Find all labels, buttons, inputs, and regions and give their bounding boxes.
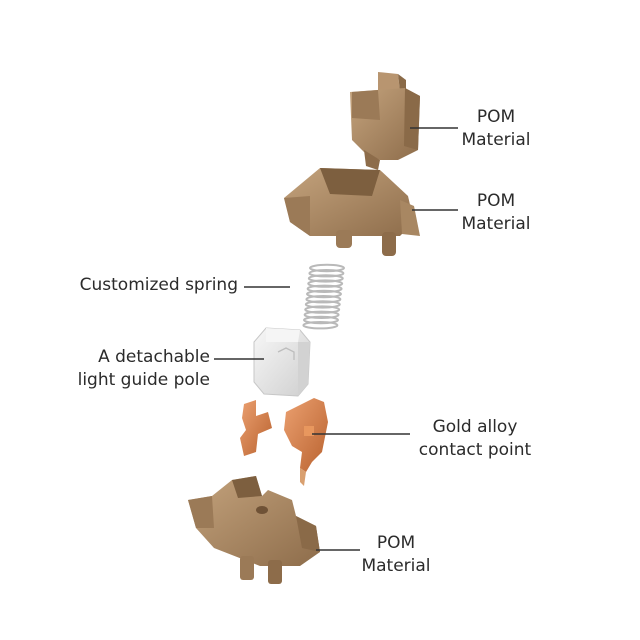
spring-coil (304, 300, 341, 309)
spring-coil (302, 321, 339, 330)
spring-label-line1: Customized spring (79, 275, 238, 295)
light-guide-label-line2: light guide pole (77, 370, 210, 390)
spring-coil (306, 284, 343, 293)
contacts-label: Gold alloy contact point (408, 416, 542, 462)
spring-coil (307, 274, 344, 283)
stem-label-line2: Material (461, 130, 531, 150)
top-housing-part (284, 168, 420, 256)
spring-coil (307, 279, 344, 288)
spring-coil (308, 269, 345, 278)
light-guide-label: A detachable light guide pole (60, 346, 210, 392)
contacts-label-line2: contact point (418, 440, 532, 460)
light-guide-part (253, 327, 311, 397)
stem-label: POM Material (456, 106, 536, 152)
light-guide-label-line1: A detachable (98, 347, 210, 367)
bottom-housing-label-line1: POM (376, 533, 416, 553)
stem-part (350, 72, 420, 170)
bottom-housing-part (188, 476, 320, 584)
contacts-label-line1: Gold alloy (432, 417, 518, 437)
bottom-housing-label-line2: Material (361, 556, 431, 576)
bottom-housing-label: POM Material (356, 532, 436, 578)
spring-part (302, 263, 345, 330)
spring-coil (303, 315, 339, 325)
spring-coil (306, 289, 342, 299)
top-housing-label-line2: Material (461, 214, 531, 234)
spring-coil (303, 310, 340, 319)
spring-coil (304, 305, 341, 314)
stem-label-line1: POM (476, 107, 516, 127)
spring-coil (309, 263, 345, 273)
spring-coil (305, 295, 342, 304)
top-housing-label-line1: POM (476, 191, 516, 211)
top-housing-label: POM Material (456, 190, 536, 236)
contacts-part (240, 398, 328, 486)
spring-label: Customized spring (50, 274, 238, 297)
